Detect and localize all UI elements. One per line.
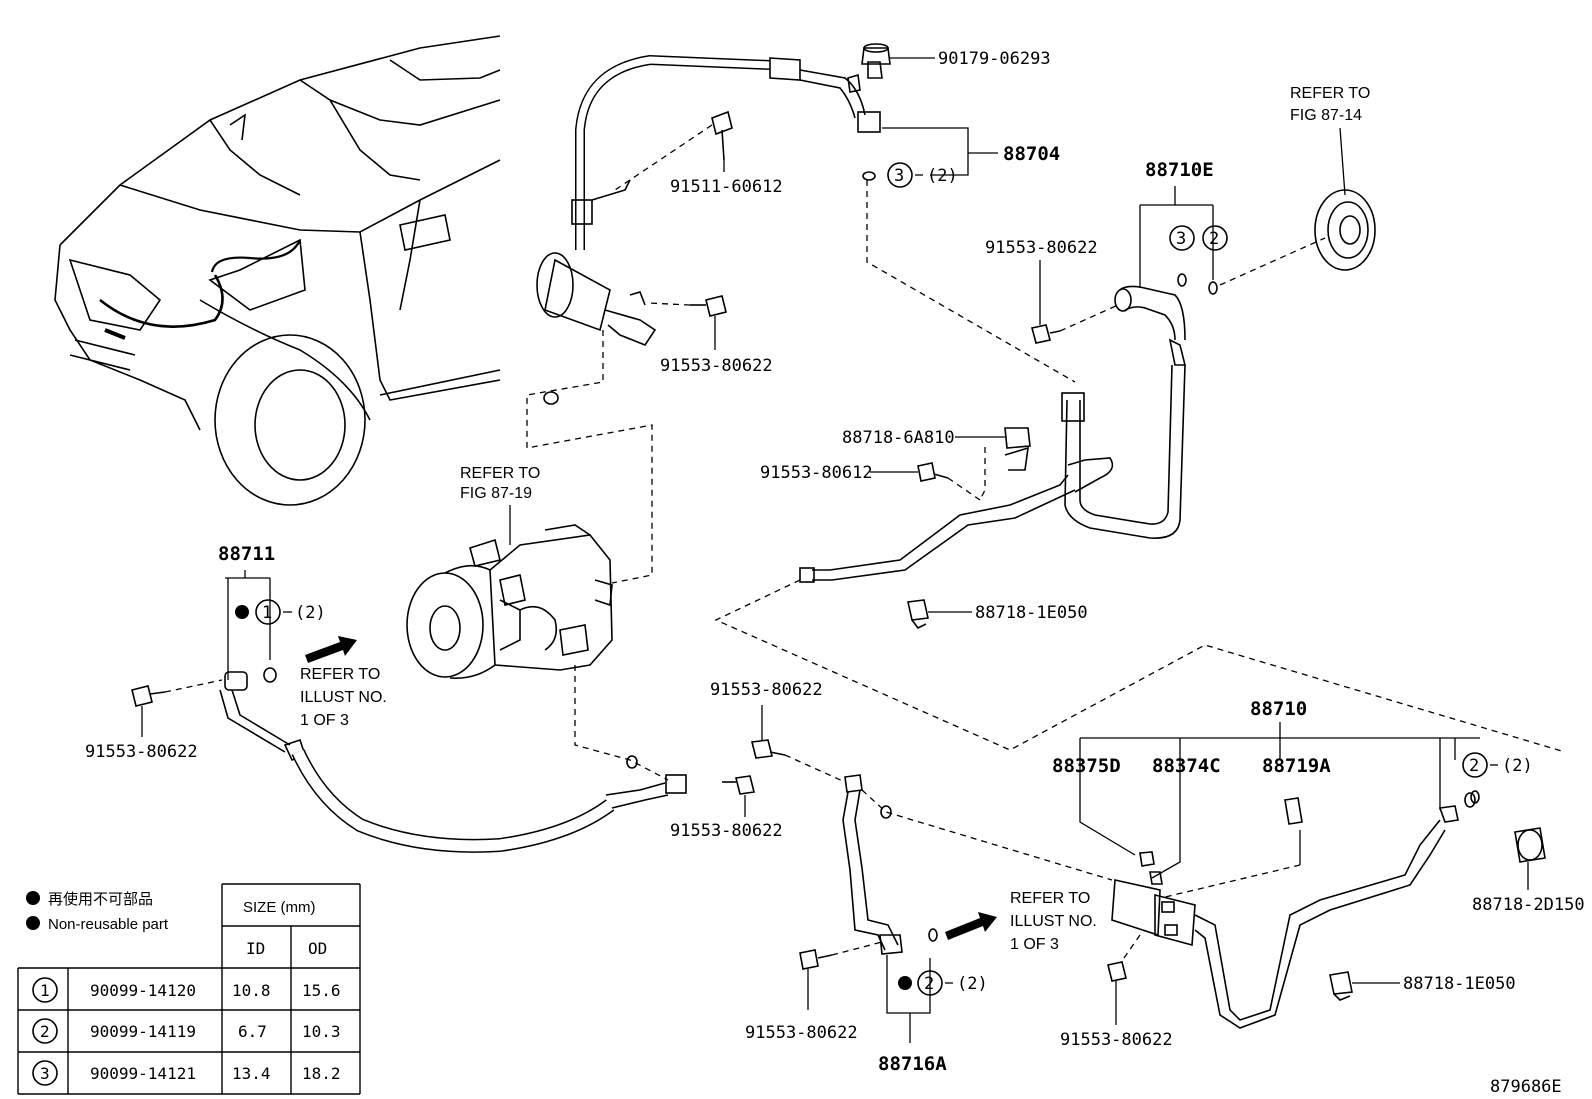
callout-88704: 88704 3 (2) <box>862 127 1060 188</box>
size-row-2-id: 6.7 <box>238 1022 267 1041</box>
clamp-88718-2D150: 88718-2D150 <box>1472 827 1585 915</box>
label-88718-1E050-b: 88718-1E050 <box>1403 974 1516 994</box>
label-88374C: 88374C <box>1152 755 1221 777</box>
tube-88716A: 88716A 2 (2) <box>842 774 1113 1075</box>
oring-mark-2-b: 2 <box>1469 756 1479 776</box>
label-88704: 88704 <box>1003 143 1060 165</box>
discharge-hose-88711: 88711 1 (2) <box>218 543 687 853</box>
ref-fig87-14-l2: FIG 87-14 <box>1290 107 1362 124</box>
qty-88716A: (2) <box>957 974 988 994</box>
size-row-2-od: 10.3 <box>302 1022 341 1041</box>
size-row-3-part: 90099-14121 <box>90 1064 196 1083</box>
clamp-88718-6A810: 88718-6A810 <box>842 427 1031 501</box>
compressor: REFER TO FIG 87-19 <box>406 465 613 680</box>
label-88710E: 88710E <box>1145 159 1214 181</box>
liquid-tube-88710E: 88710E 3 2 <box>799 159 1326 583</box>
label-91553-80622-d: 91553-80622 <box>985 238 1098 258</box>
size-row-1-od: 15.6 <box>302 981 341 1000</box>
refer-illust-right: REFER TO ILLUST NO. 1 OF 3 <box>945 890 1097 953</box>
bolt-91553-80612: 91553-80612 <box>760 462 981 501</box>
legend-jp: 再使用不可部品 <box>48 891 153 908</box>
oring-discharge <box>626 755 638 769</box>
oring-mark-3-a: 3 <box>894 166 904 186</box>
bolt-91553-80622-c: 91553-80622 <box>670 775 783 841</box>
size-table: SIZE (mm) ID OD 1 90099-14120 10.8 15.6 … <box>17 883 361 1095</box>
ref-fig87-19-l1: REFER TO <box>460 465 540 482</box>
label-88710: 88710 <box>1250 698 1307 720</box>
label-91553-80622-g: 91553-80622 <box>745 1023 858 1043</box>
size-row-1-id: 10.8 <box>232 981 271 1000</box>
bolt-91511-60612: 91511-60612 <box>614 110 783 197</box>
clamp-88718-1E050-b: 88718-1E050 <box>1329 971 1516 1001</box>
label-91511-60612: 91511-60612 <box>670 177 783 197</box>
ref-illust-a-l1: REFER TO <box>300 666 380 683</box>
oring-mark-1: 1 <box>262 603 272 623</box>
bolt-91553-80622-e: 91553-80622 <box>1060 934 1173 1050</box>
label-91553-80622-c: 91553-80622 <box>670 821 783 841</box>
ref-fig87-14-l1: REFER TO <box>1290 85 1370 102</box>
size-row-3-id: 13.4 <box>232 1064 271 1083</box>
dash-88704-to-liquid <box>866 180 1076 383</box>
refer-illust-left: REFER TO ILLUST NO. 1 OF 3 <box>300 636 387 729</box>
label-88716A: 88716A <box>878 1053 947 1075</box>
label-88718-6A810: 88718-6A810 <box>842 428 955 448</box>
label-88718-2D150: 88718-2D150 <box>1472 895 1585 915</box>
ref-fig87-19-l2: FIG 87-19 <box>460 485 532 502</box>
size-row-3-od: 18.2 <box>302 1064 341 1083</box>
legend-en: Non-reusable part <box>48 916 169 933</box>
dash-group-outline <box>714 579 1566 753</box>
cap-90179-06293: 90179-06293 <box>861 43 1051 69</box>
ref-fig87-14: REFER TO FIG 87-14 <box>1290 85 1376 271</box>
oring-mark-3-b: 3 <box>1176 229 1186 249</box>
label-91553-80622-f: 91553-80622 <box>710 680 823 700</box>
ref-illust-a-l2: ILLUST NO. <box>300 689 387 706</box>
bolt-91553-80622-f: 91553-80622 <box>710 680 846 783</box>
oring-suction <box>543 391 559 405</box>
size-row-3-mark: 3 <box>40 1064 50 1083</box>
qty-88704: (2) <box>927 166 958 186</box>
bolt-91553-80622-d: 91553-80622 <box>985 238 1119 344</box>
ref-illust-b-l1: REFER TO <box>1010 890 1090 907</box>
legend: 再使用不可部品 Non-reusable part <box>26 891 169 933</box>
dash-compressor-discharge <box>574 665 669 781</box>
bolt-91553-80622-b: 91553-80622 <box>85 679 223 762</box>
qty-88711: (2) <box>295 603 326 623</box>
size-col-od: OD <box>308 939 327 958</box>
size-row-1-part: 90099-14120 <box>90 981 196 1000</box>
bolt-91553-80622-g: 91553-80622 <box>745 941 883 1043</box>
label-88719A: 88719A <box>1262 755 1331 777</box>
vehicle-illustration <box>54 35 501 506</box>
qty-88710: (2) <box>1502 756 1533 776</box>
label-88375D: 88375D <box>1052 755 1121 777</box>
label-88711: 88711 <box>218 543 275 565</box>
size-col-id: ID <box>246 939 265 958</box>
label-88718-1E050-a: 88718-1E050 <box>975 603 1088 623</box>
ref-illust-b-l2: ILLUST NO. <box>1010 913 1097 930</box>
label-91553-80622-a: 91553-80622 <box>660 356 773 376</box>
size-row-1-mark: 1 <box>40 981 50 1000</box>
oring-mark-2-a: 2 <box>1209 229 1219 249</box>
size-row-2-part: 90099-14119 <box>90 1022 196 1041</box>
dash-suction-to-compressor <box>526 330 653 584</box>
label-90179-06293: 90179-06293 <box>938 49 1051 69</box>
ref-illust-b-l3: 1 OF 3 <box>1010 936 1059 953</box>
suction-hose-88704 <box>536 54 883 346</box>
size-table-header: SIZE (mm) <box>243 899 316 916</box>
size-row-2-mark: 2 <box>40 1022 50 1041</box>
ref-illust-a-l3: 1 OF 3 <box>300 712 349 729</box>
bolt-91553-80622-a: 91553-80622 <box>647 295 773 376</box>
oring-mark-2-c: 2 <box>924 974 934 994</box>
label-91553-80612: 91553-80612 <box>760 463 873 483</box>
label-91553-80622-b: 91553-80622 <box>85 742 198 762</box>
image-code: 879686E <box>1490 1077 1562 1097</box>
expansion-valve-88710: 88710 88375D 88374C 88719A 2 (2) <box>1052 698 1533 1029</box>
clamp-88718-1E050-a: 88718-1E050 <box>907 599 1088 630</box>
label-91553-80622-e: 91553-80622 <box>1060 1030 1173 1050</box>
